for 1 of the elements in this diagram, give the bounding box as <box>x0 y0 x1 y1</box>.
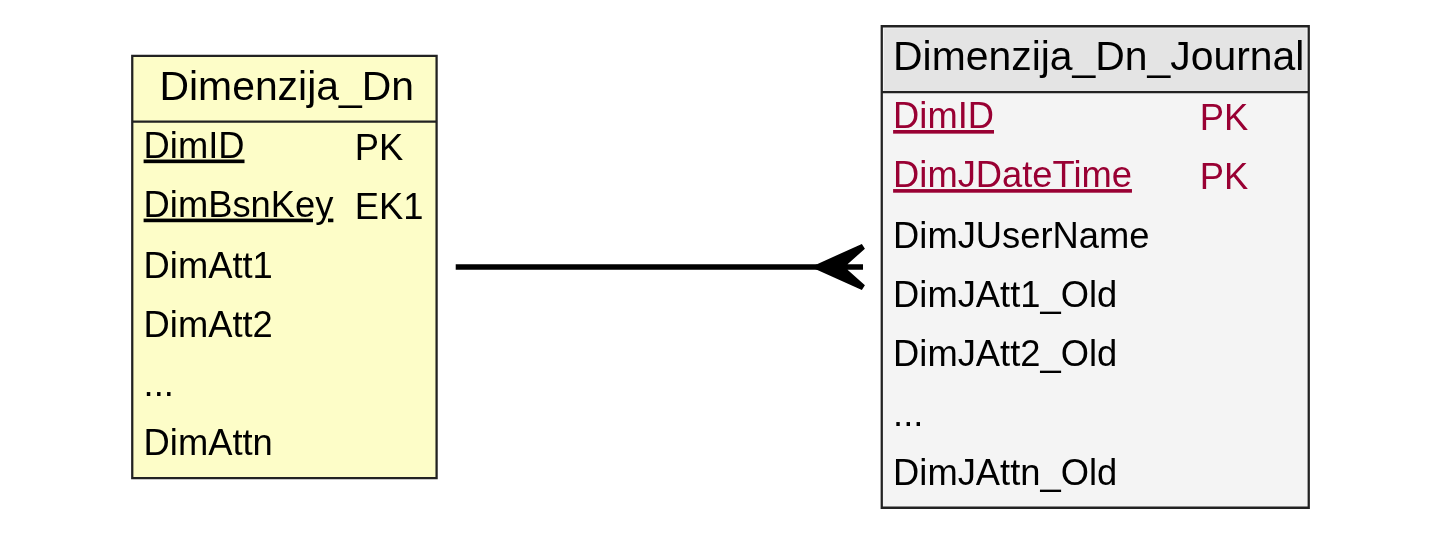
connector <box>455 243 866 291</box>
